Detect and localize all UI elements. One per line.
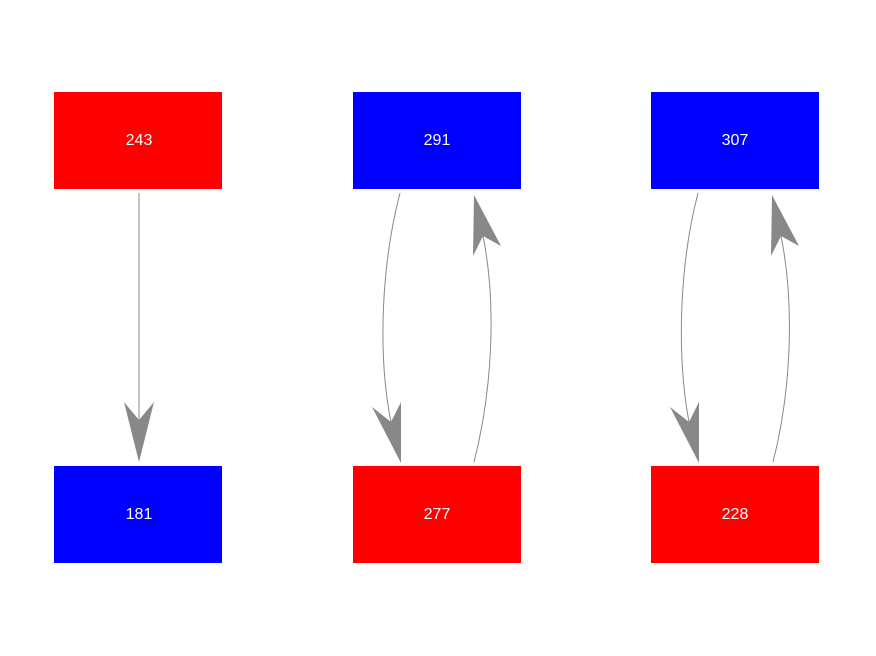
arrowhead-icon bbox=[124, 402, 154, 462]
node-box bbox=[54, 466, 222, 563]
node-label: 181 bbox=[126, 506, 153, 523]
edges bbox=[124, 192, 799, 463]
node-243[interactable]: 243 bbox=[54, 92, 222, 189]
edge-line bbox=[772, 235, 790, 463]
arrowhead-icon bbox=[670, 402, 699, 463]
node-label: 307 bbox=[722, 132, 749, 149]
edge-line bbox=[473, 235, 492, 463]
node-307[interactable]: 307 bbox=[651, 92, 819, 189]
edge-291-to-277 bbox=[372, 192, 401, 463]
arrowhead-icon bbox=[771, 195, 799, 256]
edge-line bbox=[382, 192, 401, 423]
node-box bbox=[651, 92, 819, 189]
edge-307-to-228 bbox=[670, 192, 699, 463]
nodes: 243 181 291 277 307 228 bbox=[54, 92, 819, 563]
node-label: 291 bbox=[424, 132, 451, 149]
edge-243-to-181 bbox=[124, 193, 154, 462]
edge-line bbox=[680, 192, 699, 423]
node-box bbox=[651, 466, 819, 563]
node-box bbox=[353, 466, 521, 563]
node-label: 243 bbox=[126, 132, 153, 149]
node-291[interactable]: 291 bbox=[353, 92, 521, 189]
arrowhead-icon bbox=[473, 195, 501, 256]
edge-228-to-307 bbox=[771, 195, 799, 463]
node-181[interactable]: 181 bbox=[54, 466, 222, 563]
edge-277-to-291 bbox=[473, 195, 501, 463]
arrowhead-icon bbox=[372, 402, 401, 463]
node-228[interactable]: 228 bbox=[651, 466, 819, 563]
node-box bbox=[54, 92, 222, 189]
node-label: 228 bbox=[722, 506, 749, 523]
node-box bbox=[353, 92, 521, 189]
node-label: 277 bbox=[424, 506, 451, 523]
node-277[interactable]: 277 bbox=[353, 466, 521, 563]
